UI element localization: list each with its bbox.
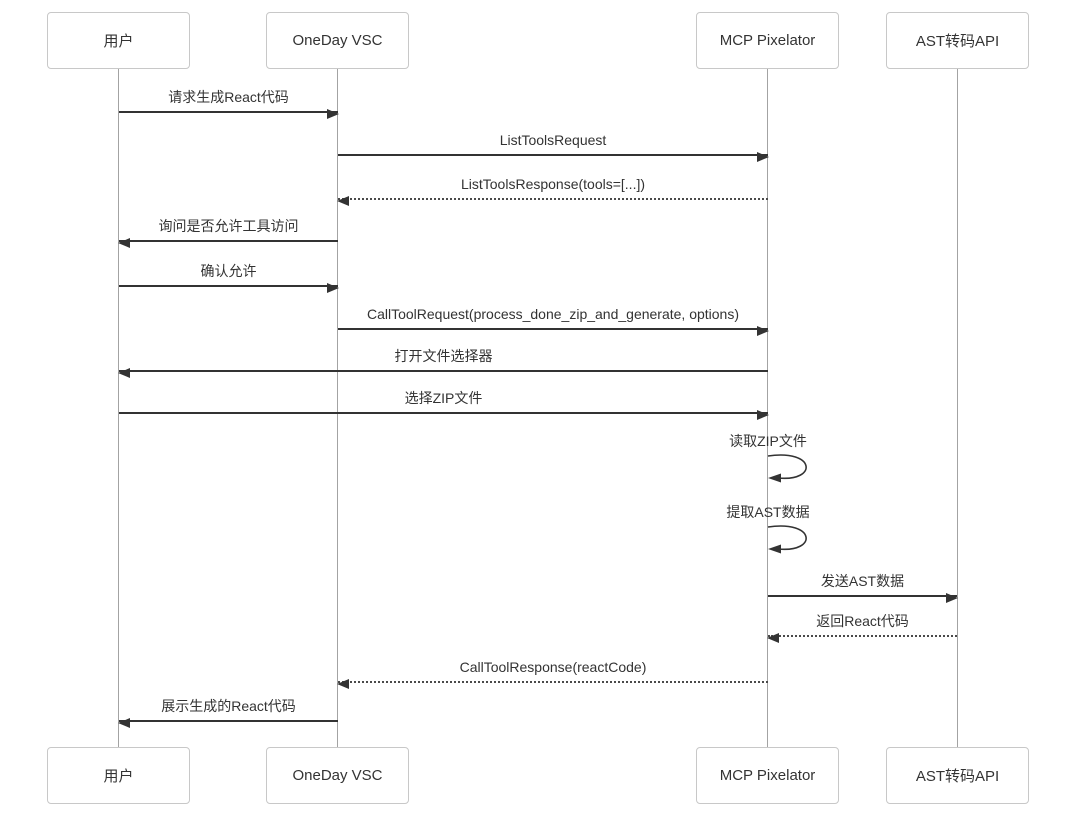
message-label: CallToolRequest(process_done_zip_and_gen… [366, 306, 740, 322]
message-label: 请求生成React代码 [168, 89, 289, 105]
message-label: ListToolsResponse(tools=[...]) [460, 176, 646, 192]
participant-mcp-bottom: MCP Pixelator [696, 747, 839, 804]
message-show-react-code: 展示生成的React代码 [118, 692, 338, 728]
arrow-solid-right [338, 152, 769, 162]
lifeline-mcp [767, 69, 768, 747]
arrow-dotted-left [337, 679, 768, 689]
participant-oneday-top: OneDay VSC [266, 12, 409, 69]
message-send-ast: 发送AST数据 [768, 567, 958, 603]
lifeline-user [118, 69, 119, 747]
participant-oneday-bottom: OneDay VSC [266, 747, 409, 804]
participant-user-bottom: 用户 [47, 747, 190, 804]
message-label: 确认允许 [200, 263, 257, 279]
participant-user-top: 用户 [47, 12, 190, 69]
message-open-file-picker: 打开文件选择器 [118, 342, 768, 378]
message-calltool-response: CallToolResponse(reactCode) [337, 653, 768, 689]
arrow-solid-right [768, 593, 958, 603]
arrow-solid-right [338, 326, 769, 336]
participant-mcp-top: MCP Pixelator [696, 12, 839, 69]
arrow-dotted-left [767, 633, 957, 643]
participant-ast-bottom: AST转码API [886, 747, 1029, 804]
lifeline-ast [957, 69, 958, 747]
message-label: 询问是否允许工具访问 [158, 218, 299, 234]
message-label: 发送AST数据 [820, 573, 905, 589]
message-confirm-allow: 确认允许 [119, 257, 339, 293]
arrow-solid-left [118, 238, 338, 248]
message-label: 打开文件选择器 [394, 348, 493, 364]
message-label: 返回React代码 [816, 613, 909, 629]
message-label: CallToolResponse(reactCode) [459, 659, 647, 675]
message-label: 展示生成的React代码 [161, 698, 296, 714]
message-select-zip: 选择ZIP文件 [119, 384, 769, 420]
arrow-dotted-left [337, 196, 768, 206]
self-loop-arrow [767, 454, 807, 483]
arrow-solid-right [119, 283, 339, 293]
arrow-solid-left [118, 718, 338, 728]
message-calltool-request: CallToolRequest(process_done_zip_and_gen… [338, 300, 769, 336]
arrow-solid-right [119, 410, 769, 420]
self-message-read-zip-label: 读取ZIP文件 [729, 433, 807, 449]
message-label: ListToolsRequest [499, 132, 607, 148]
lifeline-oneday [337, 69, 338, 747]
message-return-react: 返回React代码 [767, 607, 957, 643]
arrow-solid-left [118, 368, 768, 378]
self-loop-arrow [767, 525, 807, 554]
participant-ast-top: AST转码API [886, 12, 1029, 69]
message-label: 选择ZIP文件 [404, 390, 483, 406]
message-listtools-response: ListToolsResponse(tools=[...]) [337, 170, 768, 206]
arrow-solid-right [119, 109, 339, 119]
message-ask-permission: 询问是否允许工具访问 [118, 212, 338, 248]
self-message-extract-ast-label: 提取AST数据 [726, 504, 810, 520]
message-request-generate: 请求生成React代码 [119, 83, 339, 119]
message-listtools-request: ListToolsRequest [338, 126, 769, 162]
